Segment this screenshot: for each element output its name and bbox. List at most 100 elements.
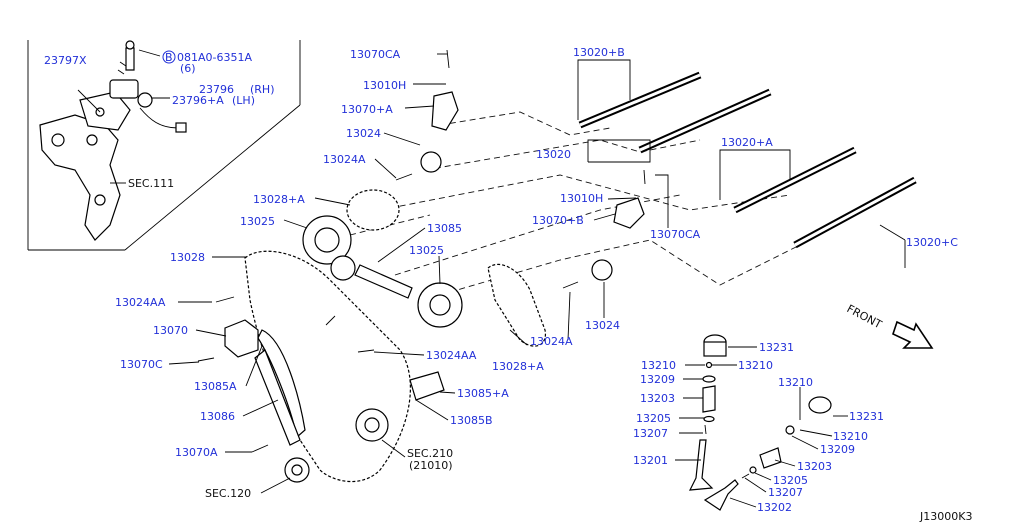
- label-13205-r: 13205: [773, 474, 808, 487]
- bolt-center: [325, 315, 336, 326]
- label-13085a-plus: 13085+A: [457, 387, 509, 400]
- inset-border-diagonal: [124, 104, 301, 251]
- label-13024aa-left: 13024AA: [115, 296, 166, 309]
- guide-13085a: [409, 371, 445, 401]
- label-sec-210: SEC.210: [407, 447, 453, 460]
- front-indicator: FRONT: [845, 302, 934, 349]
- leader-lines: [168, 53, 906, 508]
- bolt-13024a-top: [395, 173, 413, 181]
- valve-lifter-right: [808, 396, 832, 414]
- label-13086: 13086: [200, 410, 235, 423]
- label-13210-r-top: 13210: [778, 376, 813, 389]
- label-13203-left: 13203: [640, 392, 675, 405]
- label-13070a-top: 13070+A: [341, 103, 393, 116]
- label-13203-r: 13203: [797, 460, 832, 473]
- label-13205-left: 13205: [636, 412, 671, 425]
- part-labels: 13070CA 13010H 13070+A 13024 13024A 1302…: [115, 46, 958, 514]
- label-13020c: 13020+C: [906, 236, 958, 249]
- label-13085: 13085: [427, 222, 462, 235]
- valve-left: [688, 439, 714, 491]
- chain-guide-13085: [354, 264, 413, 299]
- label-23796-rh: (RH): [250, 83, 275, 96]
- tensioner-13070a: [431, 91, 459, 131]
- bolt-circle-b-icon: [162, 50, 176, 64]
- camshaft-sensor-drawing: [109, 40, 187, 133]
- label-13070c: 13070C: [120, 358, 163, 371]
- label-13024aa-mid: 13024AA: [426, 349, 477, 362]
- label-13010h-mid: 13010H: [560, 192, 603, 205]
- tensioner-13070: [224, 319, 259, 358]
- valve-lifter-left-body: [703, 341, 727, 357]
- label-13070b: 13070+B: [532, 214, 584, 227]
- label-13201: 13201: [633, 454, 668, 467]
- label-13085a: 13085A: [194, 380, 237, 393]
- leader-23797x: [77, 89, 101, 113]
- valve-spring-left: [702, 385, 716, 413]
- label-13025-left: 13025: [240, 215, 275, 228]
- label-13028a-mid: 13028+A: [492, 360, 544, 373]
- label-13020b: 13020+B: [573, 46, 625, 59]
- label-13024: 13024: [346, 127, 381, 140]
- leader-bolt: [138, 49, 161, 57]
- label-13070: 13070: [153, 324, 188, 337]
- inset-view: 23797X B 081A0-6351A (6) 23796 (RH) 2379…: [27, 40, 301, 251]
- camshaft-13020: [638, 88, 772, 154]
- label-13085b: 13085B: [450, 414, 493, 427]
- bolt-13070ca-top: [446, 49, 450, 69]
- camshaft-13020b: [578, 71, 702, 129]
- label-081a0-6351a: 081A0-6351A: [177, 51, 252, 64]
- label-13024a-mid: 13024A: [530, 335, 573, 348]
- label-13209-r: 13209: [820, 443, 855, 456]
- bolt-13024aa-mid: [357, 349, 375, 353]
- label-13024a-top: 13024A: [323, 153, 366, 166]
- diagram-code: J13000K3: [919, 510, 972, 523]
- front-arrow-icon: [892, 320, 934, 349]
- label-13025-mid: 13025: [409, 244, 444, 257]
- valve-parts-drawings: [688, 334, 832, 511]
- valve-right: [703, 479, 739, 511]
- camshaft-13020c: [793, 176, 917, 249]
- label-13210-right: 13210: [738, 359, 773, 372]
- label-13024-mid: 13024: [585, 319, 620, 332]
- label-23797x: 23797X: [44, 54, 87, 67]
- label-13070ca-top: 13070CA: [350, 48, 401, 61]
- label-13207-left: 13207: [633, 427, 668, 440]
- camshaft-drawings: [578, 71, 917, 249]
- label-13231-top: 13231: [759, 341, 794, 354]
- front-label: FRONT: [845, 302, 885, 331]
- label-13020a: 13020+A: [721, 136, 773, 149]
- bolt-13024aa-left: [215, 296, 235, 303]
- valve-spring-right: [759, 447, 782, 469]
- label-13070ca-mid: 13070CA: [650, 228, 701, 241]
- sprocket-13024-top: [420, 151, 442, 173]
- label-13231-r: 13231: [849, 410, 884, 423]
- label-23796a-lh: (LH): [232, 94, 255, 107]
- label-13010h-top: 13010H: [363, 79, 406, 92]
- bolt-13070c: [197, 357, 215, 362]
- label-13210-r-low: 13210: [833, 430, 868, 443]
- label-13207-r: 13207: [768, 486, 803, 499]
- bolt-circle-letter: B: [165, 51, 173, 64]
- label-13070a-low: 13070A: [175, 446, 218, 459]
- bolt-13070a: [251, 444, 269, 453]
- upper-chain-mid: [487, 263, 547, 347]
- label-13209-left: 13209: [640, 373, 675, 386]
- bolt-13070ca-mid: [643, 169, 646, 185]
- label-sec-210-sub: (21010): [409, 459, 453, 472]
- upper-chain-left: [346, 189, 400, 231]
- label-13020: 13020: [536, 148, 571, 161]
- label-13028: 13028: [170, 251, 205, 264]
- label-23796a: 23796+A: [172, 94, 224, 107]
- label-bolt-qty: (6): [180, 62, 196, 75]
- head-bracket-drawing: [39, 91, 131, 241]
- sprocket-13025-left-rear: [330, 255, 356, 281]
- label-23796: 23796: [199, 83, 234, 96]
- label-sec-111: SEC.111: [128, 177, 174, 190]
- tensioner-13070b: [613, 197, 645, 229]
- timing-parts-drawings: [197, 49, 646, 483]
- label-sec-120: SEC.120: [205, 487, 251, 500]
- sprocket-13024-mid: [591, 259, 613, 281]
- bolt-13024a-mid: [562, 281, 579, 289]
- camshaft-13020a: [733, 146, 857, 214]
